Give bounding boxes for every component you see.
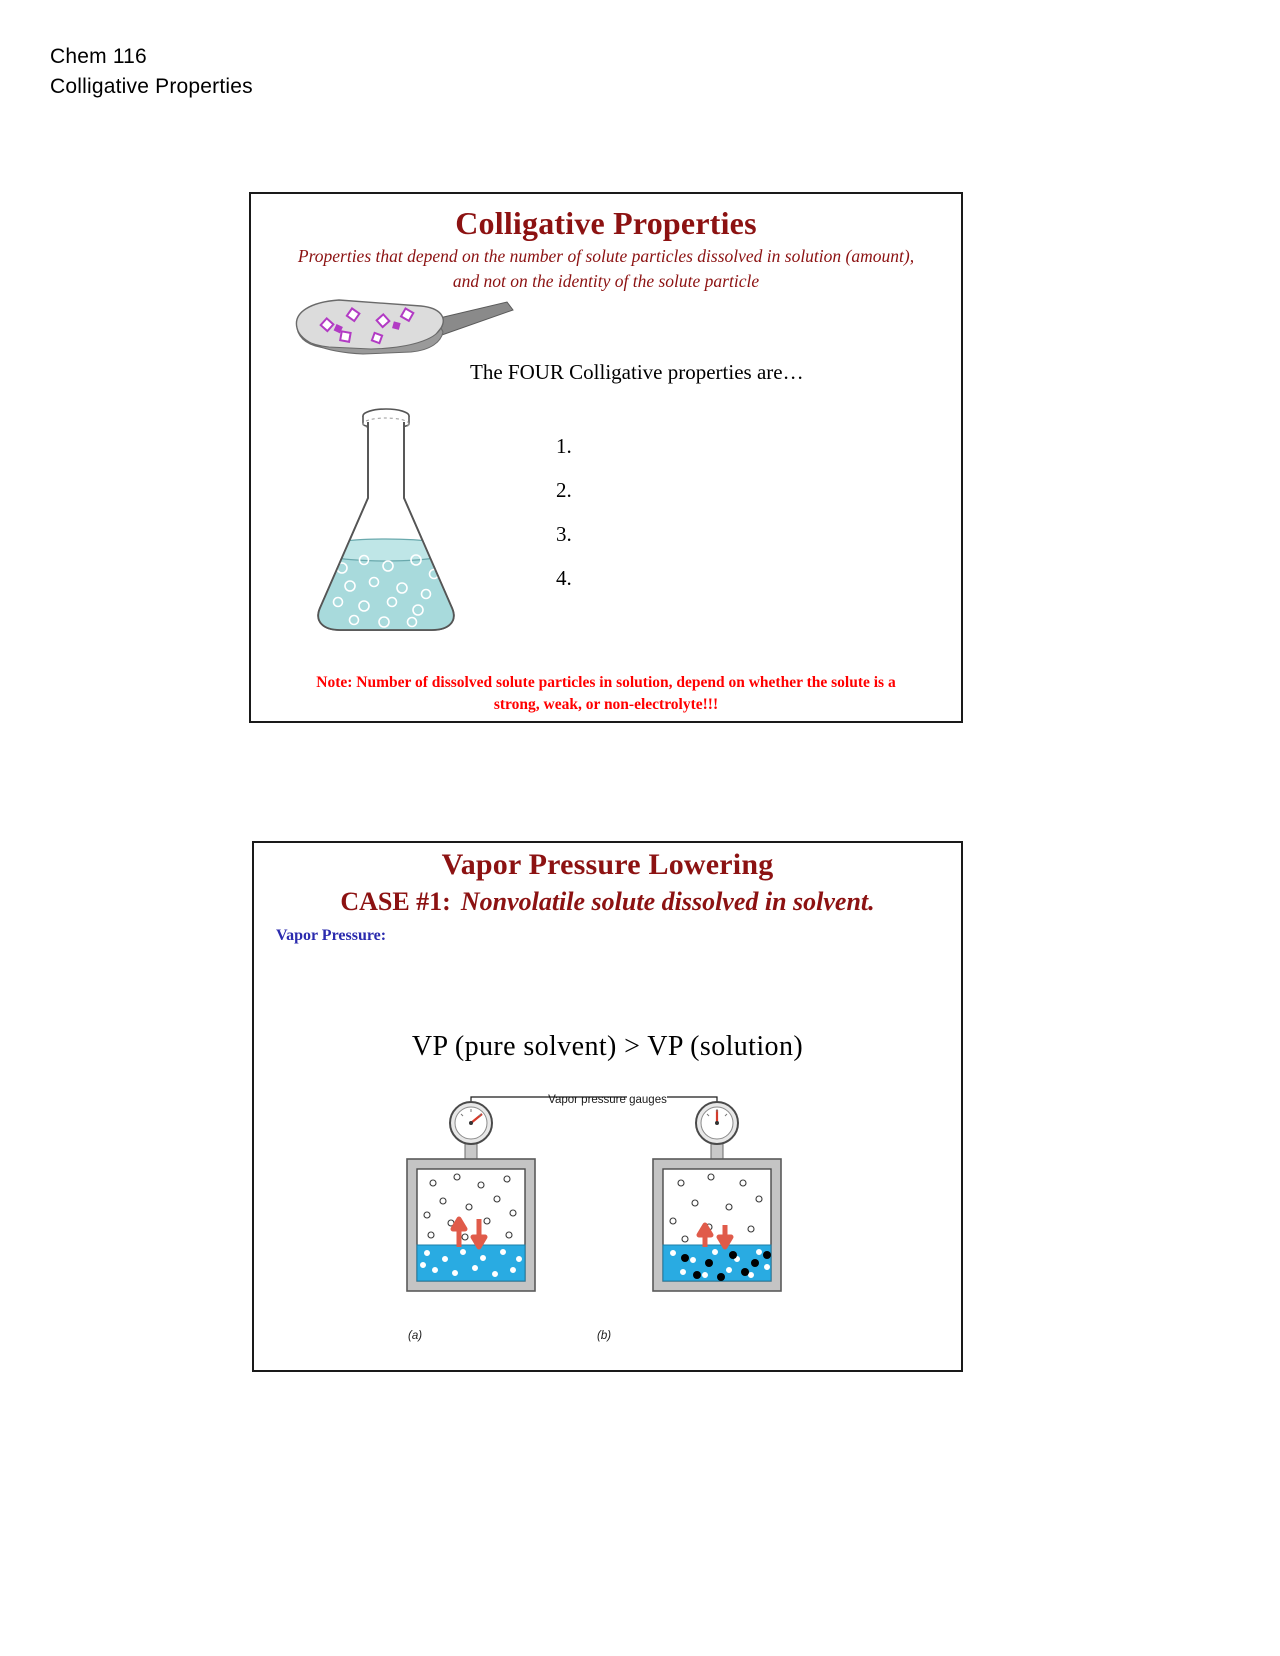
pressure-gauge-icon-a [449,1101,493,1162]
list-item: 1. [556,434,572,458]
page-header: Chem 116 Colligative Properties [50,42,253,103]
evaporation-arrow-icon [450,1216,468,1247]
slide1-subtitle-line2: and not on the identity of the solute pa… [452,271,760,292]
case-number-label: CASE #1: [340,887,451,916]
slide-colligative-properties: Colligative Properties Properties that d… [249,192,963,723]
list-item: 2. [556,478,572,502]
vapor-pressure-equation: VP (pure solvent) > VP (solution) [411,1031,804,1062]
evaporation-arrow-icon [696,1222,714,1247]
list-item: 3. [556,522,572,546]
slide1-title: Colligative Properties [455,205,757,241]
spatula-scoop-icon [283,292,518,367]
slide1-subtitle: Properties that depend on the number of … [259,244,953,295]
course-code: Chem 116 [50,45,147,68]
slide2-case-heading: CASE #1: Nonvolatile solute dissolved in … [254,887,961,917]
pressure-gauge-icon-b [695,1101,739,1162]
case-description: Nonvolatile solute dissolved in solvent. [460,887,875,916]
note-line-1: Note: Number of dissolved solute particl… [316,674,896,691]
slide2-title: Vapor Pressure Lowering [441,848,774,881]
vapor-pressure-diagram [399,1095,819,1345]
sealed-container-icon-b [652,1158,782,1292]
panel-label-a: (a) [408,1330,423,1342]
course-topic: Colligative Properties [50,75,253,99]
vapor-pressure-label: Vapor Pressure: [276,927,387,944]
slide1-note: Note: Number of dissolved solute particl… [265,672,947,715]
panel-label-b: (b) [597,1330,612,1342]
condensation-arrow-icon [470,1219,488,1250]
four-properties-text: The FOUR Colligative properties are… [470,360,804,384]
slide-vapor-pressure-lowering: Vapor Pressure Lowering CASE #1: Nonvolat… [252,841,963,1372]
list-item: 4. [556,566,572,590]
sealed-container-icon-a [406,1158,536,1292]
condensation-arrow-icon [716,1225,734,1250]
erlenmeyer-flask-icon [306,402,466,642]
slide1-subtitle-line1: Properties that depend on the number of … [297,246,915,266]
colligative-properties-list: 1. 2. 3. 4. [556,424,572,600]
note-line-2: strong, weak, or non-electrolyte!!! [493,695,719,713]
